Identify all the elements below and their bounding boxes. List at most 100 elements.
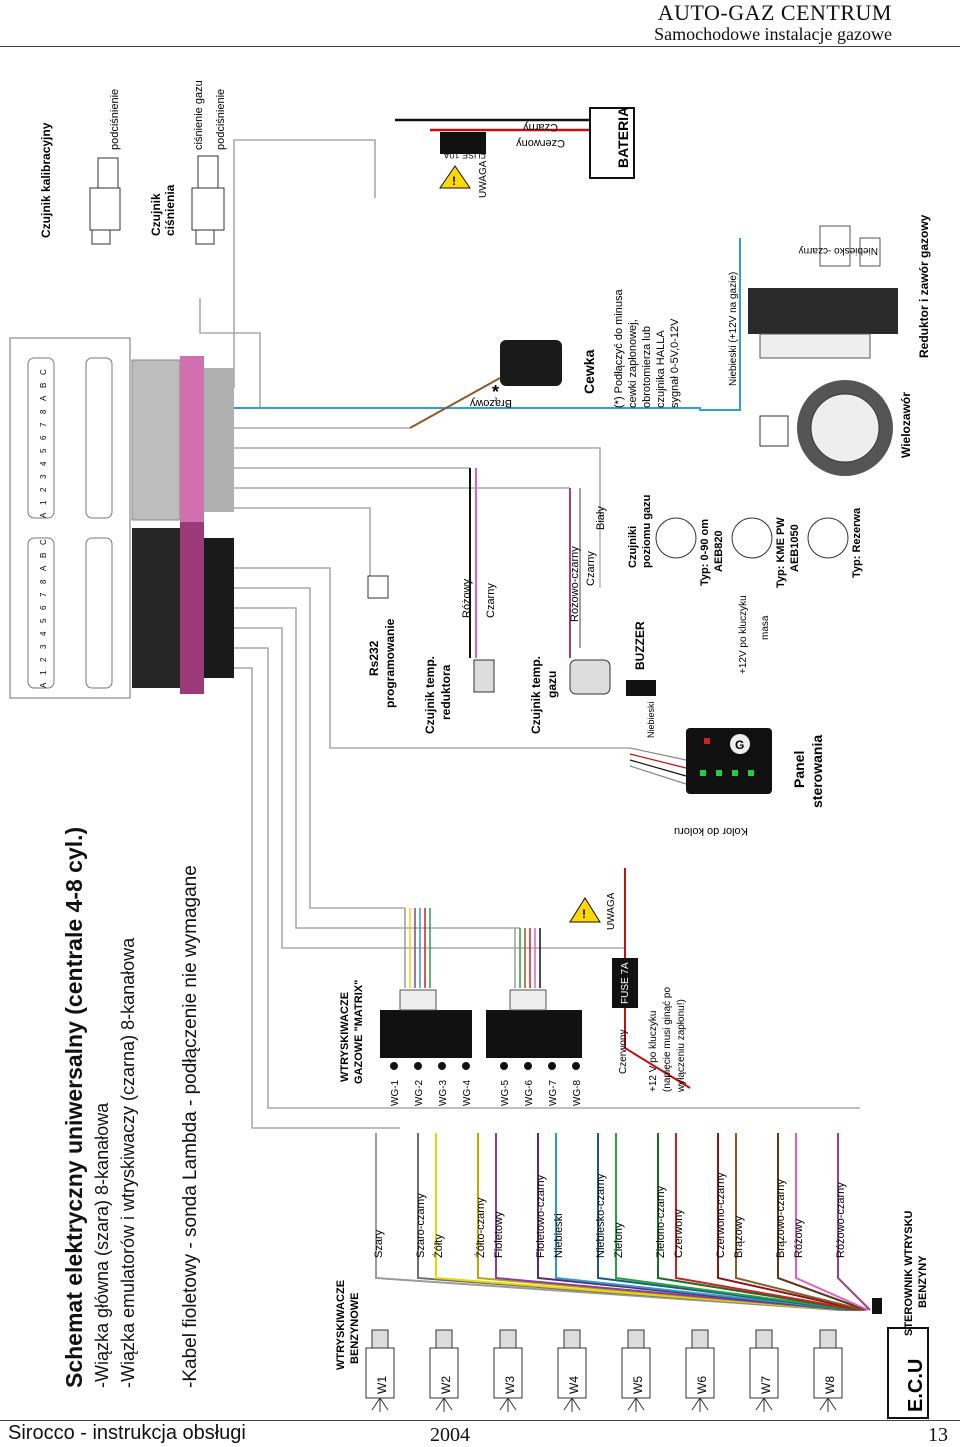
injector-wire <box>375 1133 841 1311</box>
svg-text:!: ! <box>452 174 456 188</box>
gas-injectors-title-2: GAZOWE "MATRIX" <box>353 980 365 1084</box>
warning-icon <box>439 165 471 189</box>
coil-wire-label: Brązowy <box>469 397 512 409</box>
gas-injector-dot <box>500 1062 508 1070</box>
panel-line2: sterowania <box>809 735 825 808</box>
spray-icon <box>499 1397 517 1412</box>
connector-pin-label: A <box>39 682 48 688</box>
czarny-label: Czarny <box>485 583 497 618</box>
spray-icon <box>755 1397 773 1412</box>
petrol-injector-plug <box>499 1329 517 1349</box>
reducer-wire-label: Niebiesko -czarny <box>799 245 878 256</box>
gas-injector-dot <box>572 1062 580 1070</box>
connector-pin-label: 1 <box>39 670 48 675</box>
spray-icon <box>691 1397 709 1412</box>
black-plug <box>132 528 180 688</box>
coil-note-line: czujnika HALLA <box>655 330 667 408</box>
injector-wire-label: Zielono-czarny <box>655 1185 667 1258</box>
svg-text:*: * <box>492 382 499 402</box>
connector-pin-label: C <box>39 369 48 375</box>
injector-wire-label: Niebiesko-czarny <box>595 1173 607 1258</box>
injector-wire-label: Brązowy <box>733 1215 745 1258</box>
key-note-1: +12 V po kluczyku <box>648 1011 659 1092</box>
rs232-line1: Rs232 <box>367 640 381 676</box>
wiring-diagram: Schemat elektryczny uniwersalny (central… <box>9 80 931 1419</box>
header-rule <box>0 46 960 47</box>
spray-icon <box>563 1397 581 1412</box>
injector-wire <box>777 1133 867 1311</box>
petrol-injector-label: W2 <box>439 1376 453 1394</box>
spray-icon <box>627 1397 645 1412</box>
petrol-injector-plug <box>371 1329 389 1349</box>
injector-wire-label: Brązowo-czarny <box>775 1179 787 1258</box>
injector-wire-label: Fioletowo-czarny <box>535 1174 547 1258</box>
type2-line2: AEB1050 <box>789 524 801 572</box>
pressure-sensor-label-2: ciśnienia <box>163 184 177 236</box>
injector-wire-label: Fioletowy <box>493 1211 505 1258</box>
connector-pin-label: 2 <box>39 657 48 662</box>
reducer-temp-line2: reduktora <box>439 664 453 720</box>
petrol-injector-label: W7 <box>759 1376 773 1394</box>
red-wire-label: Czerwony <box>618 1030 629 1074</box>
connector-pin-label: B <box>39 383 48 388</box>
multivalve-label: Wielozawór <box>899 392 913 458</box>
company-name: AUTO-GAZ CENTRUM <box>657 0 892 25</box>
coil-note-line: obrotomierza lub <box>641 326 653 408</box>
level-sensors-title-1: Czujniki <box>627 526 639 568</box>
coil-note-line: (*) Podłączyć do minusa <box>613 289 625 408</box>
petrol-injector-plug <box>691 1329 709 1349</box>
fuse-10a <box>440 132 486 154</box>
injector-wire-label: Szary <box>373 1229 385 1258</box>
battery-section: FUSE 10A BATERIA Czarny Czerwony ! UWAGA <box>395 107 635 198</box>
petrol-injector-label: W3 <box>503 1376 517 1394</box>
level-sensors-title-2: poziomu gazu <box>641 495 653 568</box>
gas-injector-label: WG-1 <box>390 1079 401 1106</box>
spray-icon <box>819 1397 837 1412</box>
gas-pressure-label: ciśnienie gazu <box>193 80 205 150</box>
connector-pin-label: C <box>39 539 48 545</box>
petrol-injector-label: W1 <box>375 1376 389 1394</box>
ecu: E.C.U STEROWNIK WTRYSKU BENZYNY <box>872 1210 929 1419</box>
injector-wire <box>675 1133 861 1311</box>
fuse-10a-label: FUSE 10A <box>443 150 486 160</box>
coil-note-line: cewki zapłonowej, <box>627 319 639 408</box>
connector-pin-label: 3 <box>39 474 48 479</box>
rs232-line2: programowanie <box>383 618 397 708</box>
key-12v-label: +12V po kluczyku <box>738 595 749 674</box>
temp-sensors: Różowy Czarny Różowo-czarny Czarny Rs232… <box>367 468 611 734</box>
svg-text:!: ! <box>582 907 586 921</box>
white-wire-label: Biały <box>595 506 607 530</box>
petrol-injector-body <box>429 1347 459 1399</box>
key-note-2: (napięcie musi ginąć po <box>662 987 673 1092</box>
petrol-injector-plug <box>755 1329 773 1349</box>
pressure-vacuum-label: podciśnienie <box>215 89 227 150</box>
gas-injector-label: WG-3 <box>438 1079 449 1106</box>
gas-temp-line2: gazu <box>545 671 559 698</box>
connector-pin-label: 4 <box>39 631 48 636</box>
connector-pin-label: 8 <box>39 409 48 414</box>
connector-pin-label: A <box>39 395 48 401</box>
injector-wire-label: Zielony <box>613 1222 625 1258</box>
connector-pin-label: 4 <box>39 461 48 466</box>
injector-wire <box>615 1133 857 1311</box>
connector-pin-label: 2 <box>39 487 48 492</box>
spray-icon <box>435 1397 453 1412</box>
type2-line1: Typ: KME PW <box>775 517 787 588</box>
gas-injector-label: WG-7 <box>548 1079 559 1106</box>
gas-injectors-title-1: WTRYSKIWACZE <box>339 992 351 1082</box>
connector-pin-label: 6 <box>39 435 48 440</box>
blue-12v-wire <box>234 238 741 411</box>
warning-label-mid: UWAGA <box>606 892 617 930</box>
injector-wire-label: Szaro-czarny <box>415 1193 427 1258</box>
connector-pin-label: 7 <box>39 422 48 427</box>
injector-wire-label: Czerwono-czarny <box>715 1172 727 1258</box>
gas-injector-dot <box>462 1062 470 1070</box>
connector-pinblock-1 <box>27 357 55 519</box>
diagram-title: Schemat elektryczny uniwersalny (central… <box>61 827 87 1388</box>
